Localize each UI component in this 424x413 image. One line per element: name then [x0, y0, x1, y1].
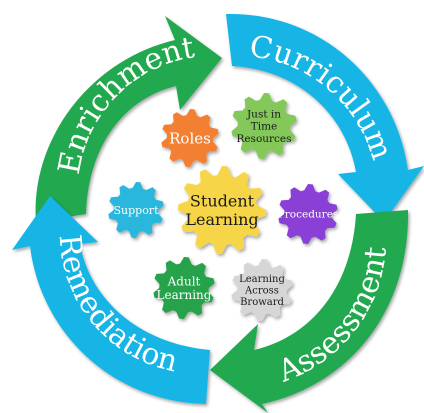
broward-gear-body [231, 259, 293, 321]
procedures-label-line: Procedures [278, 209, 339, 221]
broward-label-line: Across [244, 286, 279, 297]
jit-label-line: Time [251, 121, 278, 133]
gear-procedures: Procedures [278, 184, 339, 244]
gear-support: Support [108, 182, 164, 238]
support-gear-body [108, 182, 164, 238]
broward-label-line: Broward [240, 297, 284, 308]
center-label-line: Learning [185, 210, 258, 229]
broward-label-line: Learning [239, 274, 285, 285]
assessment-arrow [210, 210, 409, 413]
curriculum-arrow [226, 13, 424, 223]
jit-label-line: Resources [236, 133, 291, 145]
jit-gear-body [231, 93, 297, 159]
adult-label-line: Learning [157, 288, 212, 302]
gear-roles: Roles [161, 109, 219, 167]
enrichment-arrow [35, 16, 222, 222]
support-label-line: Support [113, 204, 159, 217]
center-label-line: Student [190, 191, 255, 210]
roles-label-line: Roles [169, 129, 211, 147]
adult-label-line: Adult [167, 274, 201, 288]
remediation-arrow [12, 196, 210, 404]
jit-label-line: Just in [246, 109, 281, 121]
adult-gear-body [153, 257, 215, 319]
procedures-gear-body [278, 184, 338, 244]
center-gear-body [178, 166, 266, 254]
roles-gear-body [161, 109, 219, 167]
